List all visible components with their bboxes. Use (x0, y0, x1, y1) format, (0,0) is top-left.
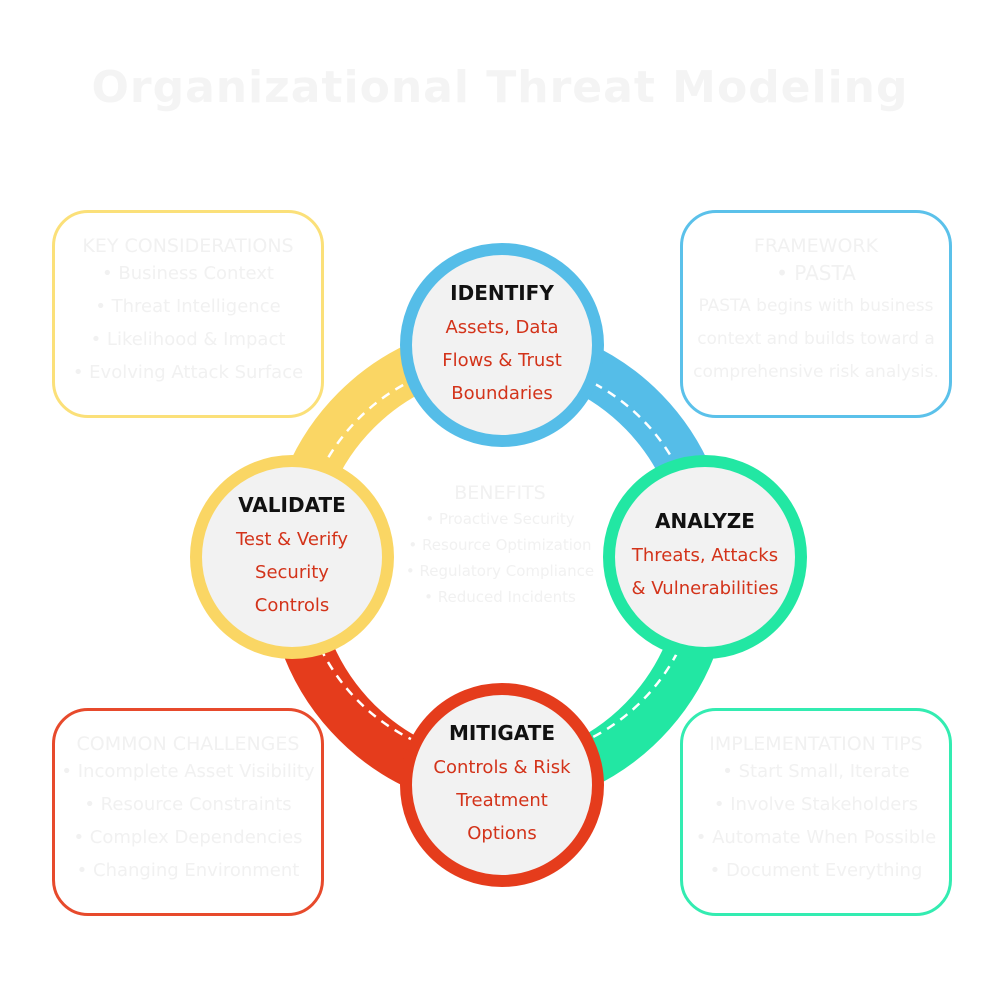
benefits-heading: BENEFITS (454, 482, 546, 504)
validate-stage-node: VALIDATE Test & Verify Security Controls (190, 455, 394, 659)
validate-stage-title: VALIDATE (238, 492, 346, 517)
identify-stage-node: IDENTIFY Assets, Data Flows & Trust Boun… (400, 243, 604, 447)
key-considerations-item: • Threat Intelligence (95, 296, 281, 317)
page-title: Organizational Threat Modeling (91, 62, 909, 113)
analyze-stage-title: ANALYZE (655, 509, 755, 533)
implementation-tips-item: • Document Everything (709, 860, 923, 881)
mitigate-stage-node: MITIGATE Controls & Risk Treatment Optio… (400, 683, 604, 887)
identify-stage-description: Boundaries (451, 382, 553, 404)
implementation-tips-item: • Automate When Possible (695, 827, 937, 848)
framework-text-line: PASTA begins with business (698, 296, 934, 316)
benefits-block: BENEFITS • Proactive Security • Resource… (380, 480, 620, 610)
framework-text-line: context and builds toward a (697, 329, 935, 349)
analyze-stage-node: ANALYZE Threats, Attacks & Vulnerabiliti… (603, 455, 807, 659)
implementation-tips-panel: IMPLEMENTATION TIPS • Start Small, Itera… (680, 708, 952, 916)
benefits-item: • Proactive Security (425, 510, 575, 528)
common-challenges-item: • Changing Environment (76, 860, 300, 881)
common-challenges-item: • Resource Constraints (84, 794, 292, 815)
mitigate-stage-description: Treatment (456, 789, 548, 811)
common-challenges-item: • Incomplete Asset Visibility (61, 761, 315, 782)
validate-stage-description: Controls (254, 594, 330, 616)
mitigate-stage-title: MITIGATE (448, 720, 556, 745)
mitigate-stage-description: Controls & Risk (433, 756, 571, 778)
framework-text-line: comprehensive risk analysis. (693, 362, 939, 382)
identify-stage-title: IDENTIFY (450, 280, 554, 305)
common-challenges-heading: COMMON CHALLENGES (76, 733, 300, 755)
framework-heading: FRAMEWORK (753, 235, 879, 257)
analyze-stage-description: Threats, Attacks (631, 545, 779, 566)
framework-panel: FRAMEWORK • PASTA PASTA begins with busi… (680, 210, 952, 418)
framework-name: • PASTA (776, 261, 856, 285)
key-considerations-panel: KEY CONSIDERATIONS • Business Context • … (52, 210, 324, 418)
benefits-item: • Regulatory Compliance (405, 562, 595, 580)
key-considerations-item: • Likelihood & Impact (90, 329, 286, 350)
identify-stage-description: Assets, Data (445, 316, 559, 338)
key-considerations-heading: KEY CONSIDERATIONS (82, 235, 294, 257)
implementation-tips-item: • Start Small, Iterate (722, 761, 910, 782)
key-considerations-item: • Business Context (102, 263, 274, 284)
common-challenges-item: • Complex Dependencies (73, 827, 303, 848)
common-challenges-panel: COMMON CHALLENGES • Incomplete Asset Vis… (52, 708, 324, 916)
benefits-item: • Reduced Incidents (424, 588, 576, 606)
key-considerations-item: • Evolving Attack Surface (72, 362, 304, 383)
benefits-item: • Resource Optimization (408, 536, 592, 554)
implementation-tips-item: • Involve Stakeholders (713, 794, 919, 815)
mitigate-stage-description: Options (467, 822, 537, 844)
implementation-tips-heading: IMPLEMENTATION TIPS (709, 733, 923, 755)
analyze-stage-description: & Vulnerabilities (631, 578, 779, 599)
validate-stage-description: Security (255, 561, 329, 583)
identify-stage-description: Flows & Trust (442, 349, 562, 371)
validate-stage-description: Test & Verify (236, 528, 348, 550)
